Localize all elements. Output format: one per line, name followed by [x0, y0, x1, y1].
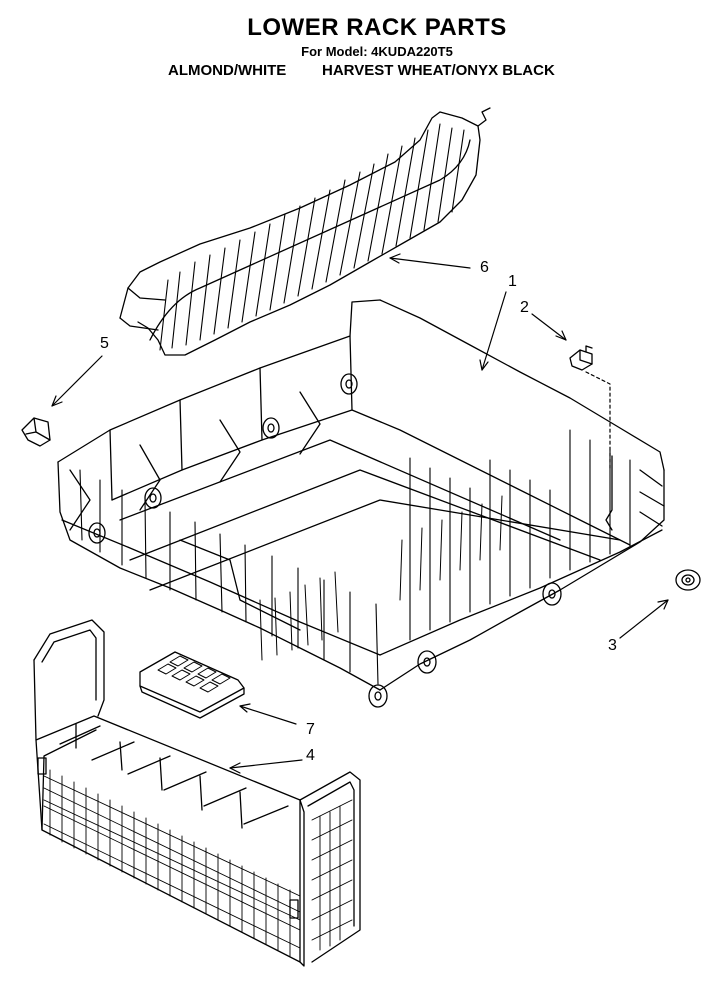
part-6-tine-panel: [119, 107, 491, 356]
callout-2: 2: [520, 299, 529, 316]
part-2-clip: [569, 345, 593, 371]
rack-wheels: [88, 373, 562, 708]
color-option-harvest-wheat-onyx-black: HARVEST WHEAT/ONYX BLACK: [322, 62, 555, 79]
page-title: LOWER RACK PARTS: [247, 14, 507, 41]
part-5-end-cap: [21, 417, 51, 447]
part-3-wheel: [675, 569, 701, 591]
callout-6: 6: [480, 259, 489, 276]
callout-7: 7: [306, 721, 315, 738]
part-1-lower-rack: [57, 299, 665, 708]
color-option-almond-white: ALMOND/WHITE: [168, 62, 287, 79]
part-4-silverware-basket: [33, 619, 361, 967]
part-7-basket-lid: [139, 651, 245, 719]
model-number: For Model: 4KUDA220T5: [301, 44, 453, 59]
callout-5: 5: [100, 335, 109, 352]
leader-lines: [51, 253, 669, 774]
callout-3: 3: [608, 637, 617, 654]
callout-4: 4: [306, 747, 315, 764]
callout-1: 1: [508, 273, 517, 290]
